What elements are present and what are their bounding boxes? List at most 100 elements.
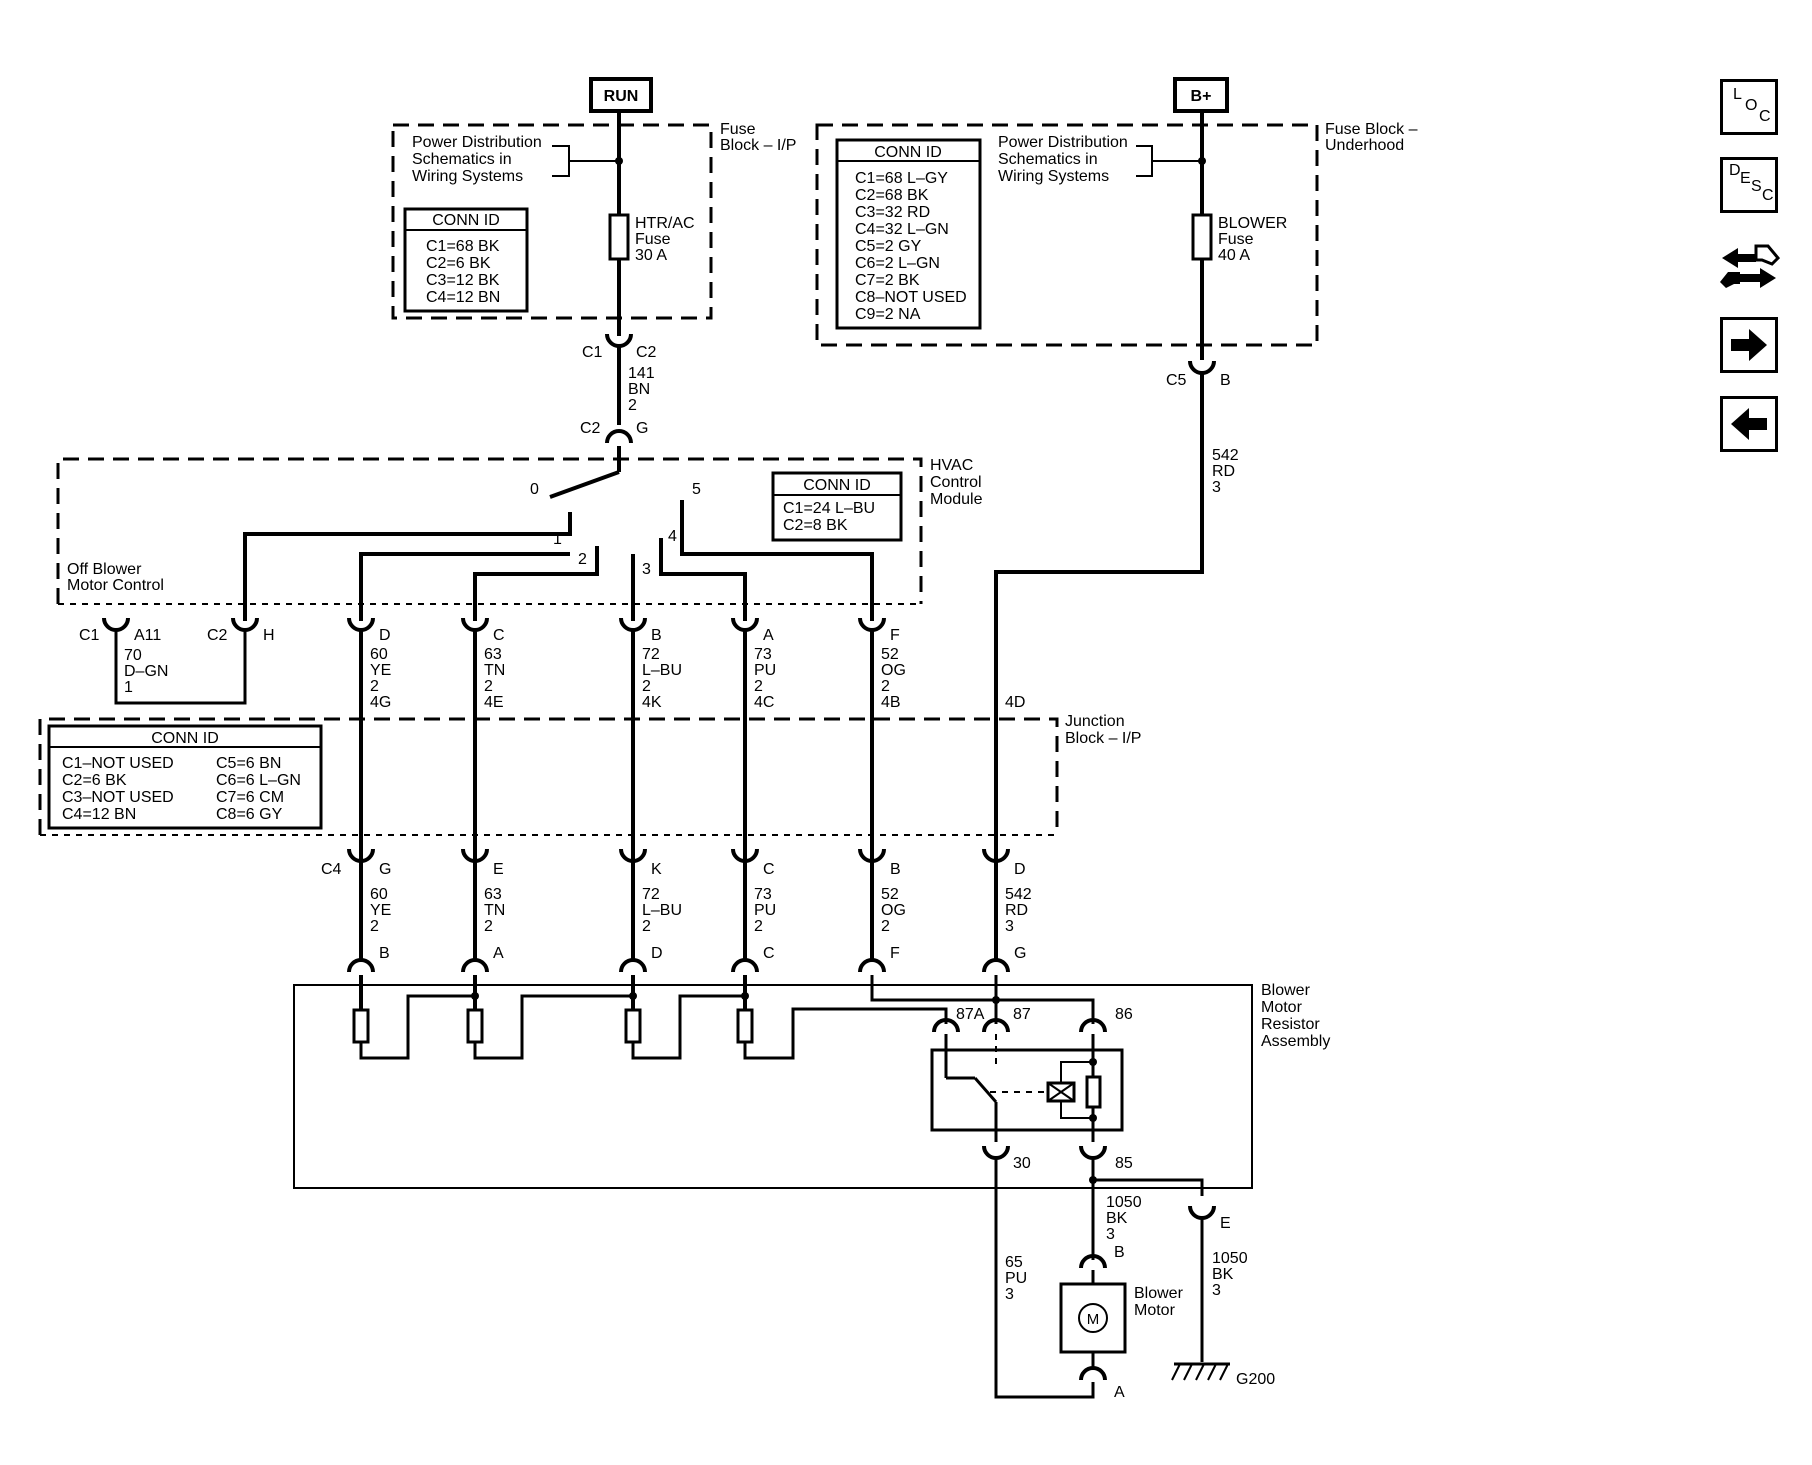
resistor-assembly-label-3: Resistor xyxy=(1261,1016,1320,1033)
resistor-pin-label: C xyxy=(763,945,775,962)
desc-letter: E xyxy=(1740,170,1751,187)
blower-fuse-rating: 40 A xyxy=(1218,247,1250,264)
lower-wire-circuit: 73 xyxy=(754,886,772,903)
jb-c4-pin-label: E xyxy=(493,861,504,878)
fuse-block-uh-label-1: Fuse Block – xyxy=(1325,121,1418,138)
junction-block-label-2: Block – I/P xyxy=(1065,730,1141,747)
fuse-block-uh-label-2: Underhood xyxy=(1325,137,1404,154)
fuse-ip-conn-item: C2=6 BK xyxy=(426,255,491,272)
upper-wire-circuit: 73 xyxy=(754,646,772,663)
junction-block-label-1: Junction xyxy=(1065,713,1125,730)
resistor-link-1 xyxy=(359,994,475,1060)
upper-wire-circuit: 52 xyxy=(881,646,899,663)
resistor-2 xyxy=(466,1008,484,1044)
jb-c4-pin-label: B xyxy=(890,861,901,878)
hvac-pin-label: D xyxy=(379,627,391,644)
wire-542-top-color: RD xyxy=(1212,463,1235,480)
lower-wire-circuit: 542 xyxy=(1005,886,1032,903)
wire-65-size: 3 xyxy=(1005,1286,1014,1303)
next-page-button[interactable] xyxy=(1720,317,1778,373)
connector-icon xyxy=(1720,244,1781,288)
fuse-uh-conn-item: C8–NOT USED xyxy=(855,289,967,306)
resistor-pin-label: A xyxy=(493,945,504,962)
upper-wire-jb: 4K xyxy=(642,694,662,711)
fuse-uh-conn-item: C2=68 BK xyxy=(855,187,929,204)
upper-wire-color: L–BU xyxy=(642,662,682,679)
jb-conn-left: C2=6 BK xyxy=(62,772,127,789)
lower-wire-color: YE xyxy=(370,902,391,919)
resistor-pin-c-connector xyxy=(731,958,759,973)
switch-pos-0: 0 xyxy=(530,481,539,498)
desc-letter: D xyxy=(1729,162,1741,179)
hvac-pin-label: B xyxy=(651,627,662,644)
hvac-pin-label: A xyxy=(763,627,774,644)
blower-motor-label-1: Blower xyxy=(1134,1285,1184,1302)
relay-feed-86 xyxy=(870,975,1095,1024)
hvac-connector-c2-g xyxy=(605,429,633,444)
fuse-uh-pd-line-3: Wiring Systems xyxy=(998,168,1109,185)
upper-wire-circuit: 72 xyxy=(642,646,660,663)
right-arrow-icon xyxy=(1731,329,1767,361)
relay-pin-86-connector xyxy=(1079,1018,1107,1033)
resistor-1 xyxy=(352,1008,370,1044)
switch-pos-2: 2 xyxy=(578,551,587,568)
lower-wire-circuit: 52 xyxy=(881,886,899,903)
lower-wire-circuit: 60 xyxy=(370,886,388,903)
connector-button[interactable] xyxy=(1716,236,1782,296)
upper-wire-size: 2 xyxy=(881,678,890,695)
fuse-ip-conn-id-box xyxy=(403,207,529,313)
ground-label: G200 xyxy=(1236,1371,1275,1388)
upper-wire-jb: 4G xyxy=(370,694,391,711)
hvac-conn-item: C1=24 L–BU xyxy=(783,500,875,517)
switch-pos-1: 1 xyxy=(553,531,562,548)
loc-button[interactable]: L O C xyxy=(1720,79,1778,135)
upper-wire-jb: 4E xyxy=(484,694,504,711)
motor-symbol-icon xyxy=(1078,1303,1108,1333)
wire-1050-ground-branch xyxy=(1093,1178,1204,1196)
lower-wire-color: L–BU xyxy=(642,902,682,919)
hvac-off-label-2: Motor Control xyxy=(67,577,164,594)
resistor-3 xyxy=(624,1008,642,1044)
hvac-conn-item: C2=8 BK xyxy=(783,517,848,534)
desc-button[interactable]: D E S C xyxy=(1720,157,1778,213)
resistor-pin-label: B xyxy=(379,945,390,962)
resistor-link-4 xyxy=(743,1007,948,1060)
upper-wire-color: TN xyxy=(484,662,505,679)
pin-e-connector xyxy=(1188,1205,1216,1220)
htr-ac-fuse-name: HTR/AC xyxy=(635,215,695,232)
wire-542-top-circuit: 542 xyxy=(1212,447,1239,464)
resistor-assembly-label-1: Blower xyxy=(1261,982,1311,999)
jb-c4-conn: C4 xyxy=(321,861,342,878)
blower-relay xyxy=(930,1048,1124,1132)
fuse-block-ip-label-2: Block – I/P xyxy=(720,137,796,154)
fuse-uh-conn-item: C5=2 GY xyxy=(855,238,922,255)
htr-ac-fuse xyxy=(608,213,630,261)
switch-contact-4 xyxy=(659,538,747,621)
upper-wire-circuit: 60 xyxy=(370,646,388,663)
resistor-pin-d-connector xyxy=(619,958,647,973)
fuse-uh-conn-item: C7=2 BK xyxy=(855,272,920,289)
wire-542-top-size: 3 xyxy=(1212,479,1221,496)
wire-1050-b-size: 3 xyxy=(1212,1282,1221,1299)
resistor-assembly-label-4: Assembly xyxy=(1261,1033,1330,1050)
previous-page-button[interactable] xyxy=(1720,396,1778,452)
switch-pos-4: 4 xyxy=(668,528,677,545)
lower-wire-size: 2 xyxy=(881,918,890,935)
wire-141-size: 2 xyxy=(628,397,637,414)
switch-wiper xyxy=(549,470,620,499)
resistor-link-2 xyxy=(473,994,633,1060)
hvac-pin-label: C2 xyxy=(207,627,228,644)
hvac-pin-label: A11 xyxy=(134,627,161,644)
jb-conn-left: C1–NOT USED xyxy=(62,755,174,772)
wire-65 xyxy=(994,1156,1095,1399)
fuse-uh-connector-c5 xyxy=(1188,360,1216,375)
resistor-pin-g-connector xyxy=(982,958,1010,973)
upper-wire-color: PU xyxy=(754,662,776,679)
switch-contact-2 xyxy=(473,546,599,621)
blower-motor-pin-a-connector xyxy=(1079,1366,1107,1381)
pin-e-label: E xyxy=(1220,1215,1231,1232)
hvac-conn-c2: C2 xyxy=(580,420,601,437)
blower-motor-pin-b-connector xyxy=(1079,1254,1107,1269)
wire-141-color: BN xyxy=(628,381,650,398)
